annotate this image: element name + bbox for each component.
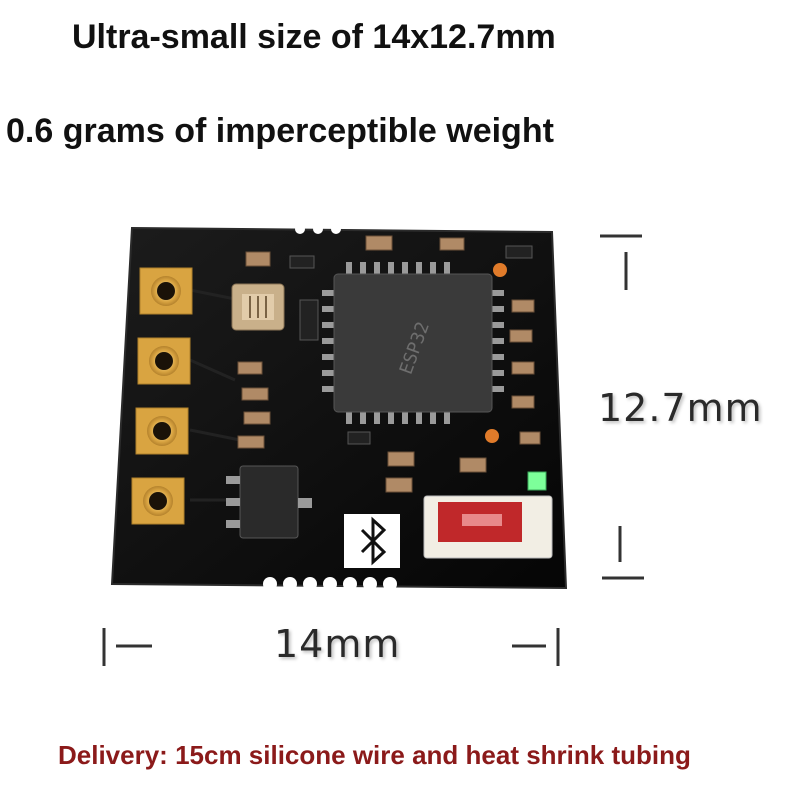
voltage-regulator	[226, 465, 312, 539]
gold-pad	[139, 267, 193, 315]
gold-pad	[137, 337, 191, 385]
headline-weight: 0.6 grams of imperceptible weight	[6, 112, 554, 150]
smd-component	[237, 235, 541, 493]
dimension-label-width: 14mm	[274, 622, 401, 666]
test-point	[493, 263, 507, 277]
gold-pad	[131, 477, 185, 525]
smd-component-dark	[289, 245, 533, 445]
gold-pad	[135, 407, 189, 455]
headline-size: Ultra-small size of 14x12.7mm	[72, 18, 556, 56]
test-point	[485, 429, 499, 443]
crystal-oscillator	[231, 283, 285, 331]
bluetooth-icon	[344, 514, 400, 568]
status-led-green	[527, 471, 547, 491]
dimension-marker-width	[102, 628, 560, 666]
dimension-label-height: 12.7mm	[598, 386, 763, 430]
dimension-marker-height	[600, 234, 644, 580]
status-led-red	[423, 495, 553, 559]
main-chip: ESP32	[322, 262, 504, 424]
delivery-note: Delivery: 15cm silicone wire and heat sh…	[58, 740, 691, 770]
